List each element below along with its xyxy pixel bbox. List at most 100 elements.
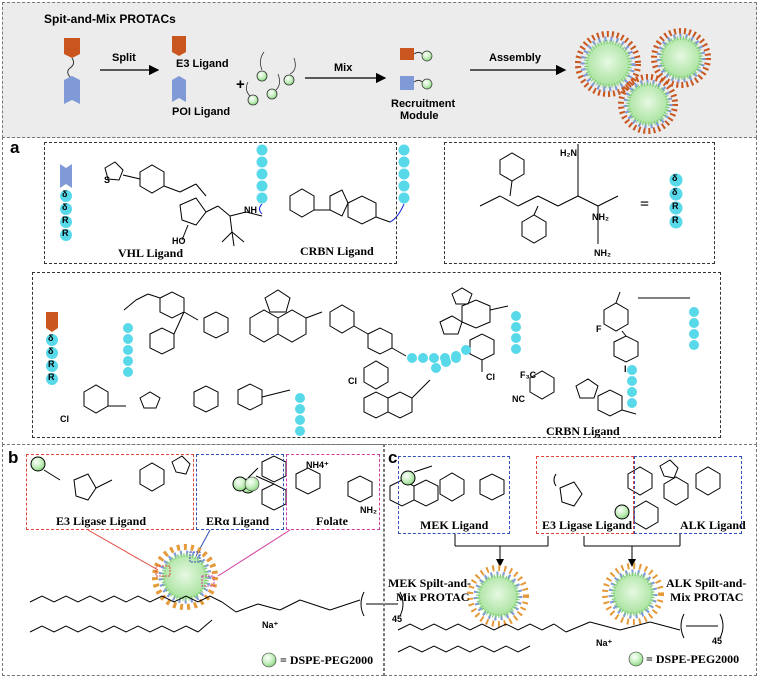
poi-tag-column [46, 312, 58, 385]
b-nh2-label: NH₂ [360, 505, 377, 515]
plus-sign: + [236, 76, 245, 93]
atom-label: Cl [486, 372, 495, 382]
bead-group [246, 51, 296, 106]
tag-letter: R [62, 228, 69, 238]
c-mek-protac-label-1: MEK Spilt-and- [388, 576, 472, 590]
protac-icon [64, 38, 80, 104]
c-mek-nanoparticle [467, 565, 529, 627]
atom-label: NH₂ [594, 248, 611, 258]
b-e3-structure [30, 455, 191, 501]
c-legend-sphere [628, 651, 644, 667]
c-e3-structure [553, 459, 679, 507]
recruitment-label-2: Module [400, 110, 439, 122]
c-e3-box [536, 456, 634, 534]
e3-ligand-icon [172, 36, 186, 56]
c-mek-box [398, 456, 510, 534]
peptide-box [444, 142, 715, 264]
tag-letter: δ [48, 346, 54, 356]
panel-c [384, 444, 757, 676]
c-e3-label: E3 Ligase Ligand [542, 518, 633, 532]
atom-label: HO [172, 236, 186, 246]
er-ligand-structure [123, 291, 229, 355]
b-e3-label: E3 Ligase Ligand [56, 514, 147, 528]
panel-c-letter: c [388, 448, 398, 467]
tag-letter: δ [672, 173, 678, 183]
nanoparticle-3 [618, 74, 678, 134]
c-mek-protac-label-2: Mix PROTAC [396, 590, 470, 604]
atom-label: H₂N [560, 148, 577, 158]
peptide-structure [479, 144, 619, 244]
atom-label: NH [244, 205, 257, 215]
b-er-box [196, 454, 284, 530]
c-alk-label: ALK Ligand [680, 518, 746, 532]
mek-ligand-structure [603, 291, 690, 363]
peptide-tag-right [669, 173, 683, 229]
poi-ligands-box [32, 272, 721, 438]
mek-tag [689, 307, 699, 350]
b-legend-label: = DSPE-PEG2000 [280, 653, 374, 667]
jq1-structure [439, 287, 509, 372]
atom-label: F₃C [520, 370, 537, 380]
mix-label: Mix [334, 62, 353, 74]
jq1-tag [511, 311, 521, 354]
c-mek-structure [400, 465, 505, 502]
b-folate-box [286, 454, 380, 530]
tag-letter: δ [48, 333, 54, 343]
c-na-label: Na⁺ [596, 638, 613, 648]
panel-a-letter: a [10, 138, 20, 157]
c-mek-label: MEK Ligand [420, 518, 489, 532]
dasatinib-structure [83, 383, 291, 414]
tag-letter: R [48, 359, 55, 369]
atom-label: S [104, 175, 111, 185]
nanoparticle-2 [651, 28, 711, 88]
palbociclib-structure [249, 289, 407, 357]
tag-letter: δ [672, 187, 678, 197]
b-nh4-label: NH4⁺ [306, 460, 329, 470]
nanoparticle-1 [575, 31, 641, 97]
equals-sign: = [640, 196, 650, 213]
panel-b-letter: b [8, 448, 19, 467]
gefitinib-tag [431, 345, 471, 373]
assembly-label: Assembly [489, 52, 541, 64]
tag-letter: R [48, 372, 55, 382]
tag-letter: R [672, 201, 679, 211]
poi-ligand-label: POI Ligand [172, 106, 231, 118]
c-alk-protac-label-1: ALK Spilt-and- [666, 576, 747, 590]
crbn-ligand-top-label: CRBN Ligand [300, 244, 374, 258]
vhl-structure [104, 161, 263, 247]
c-alk-box [634, 456, 742, 534]
split-label: Split [112, 52, 136, 64]
b-lipid-structure [29, 591, 404, 633]
atom-label: F [596, 324, 602, 334]
crbn-ligand-bottom-label: CRBN Ligand [546, 424, 620, 438]
panel-b [2, 444, 384, 676]
crbn-top-tag [389, 144, 410, 223]
c-bracket-arrows [454, 534, 681, 567]
b-er-label: ERα Ligand [206, 514, 270, 528]
crbn-bottom-structure [529, 370, 637, 417]
header-title: Spit-and-Mix PROTACs [44, 12, 176, 26]
vhl-ligand-label: VHL Ligand [118, 246, 184, 260]
c-lipid-structure [397, 613, 724, 653]
atom-label: I [624, 364, 627, 374]
b-folate-structure [232, 475, 439, 507]
atom-label: NH₂ [592, 212, 609, 222]
gefitinib-structure [363, 360, 431, 419]
atom-label: Cl [348, 376, 357, 386]
c-legend-label: = DSPE-PEG2000 [646, 652, 740, 666]
tag-letter: R [62, 215, 69, 225]
c-alk-protac-label-2: Mix PROTAC [670, 590, 744, 604]
recruitment-module-icon [400, 48, 433, 90]
b-na-label: Na⁺ [262, 620, 279, 630]
c-peg-n: 45 [712, 636, 723, 646]
atom-label: Cl [60, 414, 69, 424]
dasatinib-tag [295, 393, 305, 436]
tag-letter: δ [62, 189, 68, 199]
b-legend-sphere [261, 652, 277, 668]
b-folate-label: Folate [316, 514, 348, 528]
crbn-bottom-tag [627, 365, 637, 408]
c-alk-nanoparticle [602, 563, 664, 625]
tag-letter: R [672, 215, 679, 225]
crbn-top-structure [289, 188, 391, 225]
